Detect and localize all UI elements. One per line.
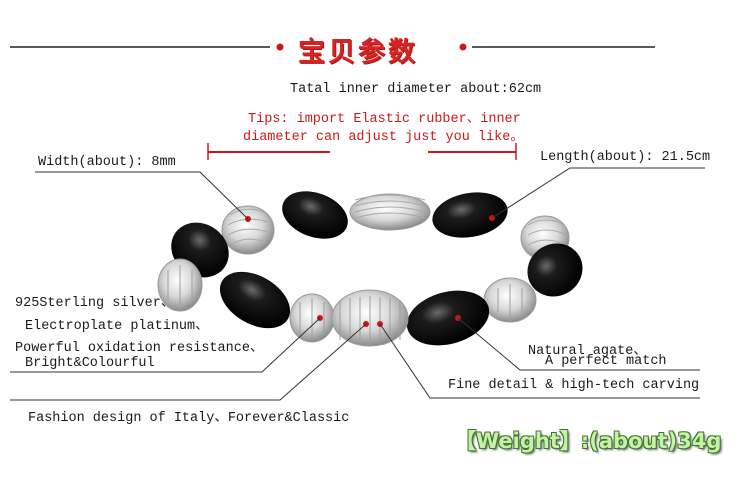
carving-label: Fine detail & high-tech carving [448,378,700,393]
material-line-2: Electroplate platinum、 [25,319,209,334]
page-title: 宝贝参数 [298,37,418,68]
fashion-label: Fashion design of Italy、Forever&Classic [28,411,350,426]
tips-line-2: diameter can adjust just you like。 [243,130,524,145]
bracelet-back [221,193,570,261]
material-line-1: 925Sterling silver、 [15,296,175,311]
length-label: Length(about): 21.5cm [540,150,711,165]
tips-line-1: Tips: import Elastic rubber、inner [248,112,521,127]
agate-line-1: Natural agate、 [528,344,647,359]
weight-label: 【Weight】:(about)34g [455,429,722,453]
inner-diameter-label: Tatal inner diameter about:62cm [290,82,542,97]
agate-line-2: A perfect match [545,354,667,369]
header-dot-right [459,43,467,51]
header-dot-left [276,43,284,51]
width-label: Width(about): 8mm [38,155,176,170]
material-line-3: Powerful oxidation resistance、 [15,341,264,356]
material-line-4: Bright&Colourful [25,356,155,371]
